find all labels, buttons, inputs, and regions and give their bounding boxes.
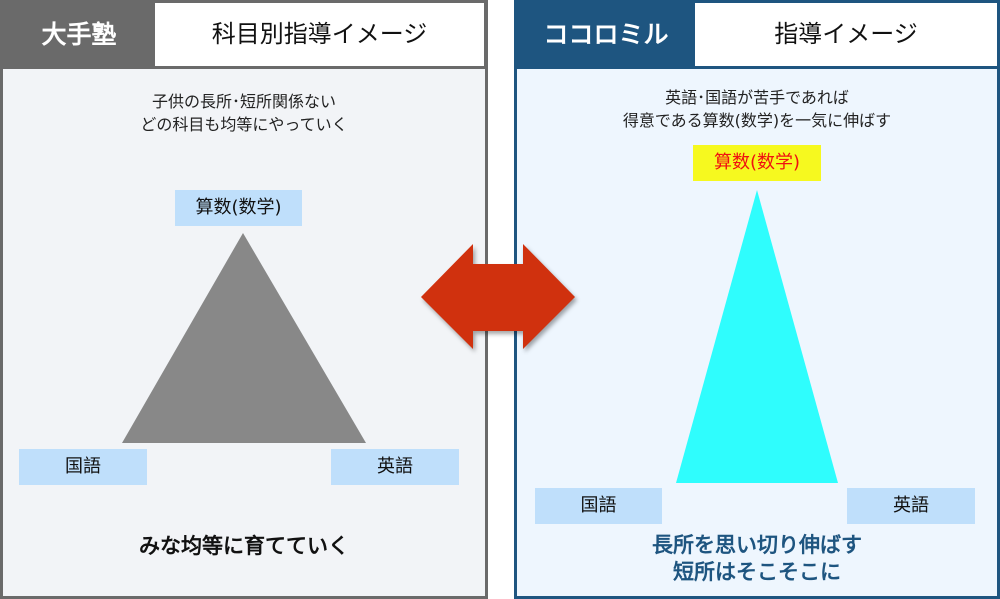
left-triangle bbox=[122, 233, 366, 443]
right-label-english: 英語 bbox=[847, 488, 975, 524]
right-desc-line2: 得意である算数(数学)を一気に伸ばす bbox=[622, 111, 892, 130]
left-label-english: 英語 bbox=[331, 449, 459, 485]
right-triangle bbox=[676, 190, 838, 483]
left-panel: 大手塾 科目別指導イメージ bbox=[0, 0, 488, 599]
left-desc-line2: どの科目も均等にやっていく bbox=[140, 115, 348, 134]
left-footer: みな均等に育てていく bbox=[139, 534, 349, 558]
left-title: 科目別指導イメージ bbox=[155, 3, 484, 66]
left-label-math: 算数(数学) bbox=[175, 190, 302, 226]
right-label-math: 算数(数学) bbox=[693, 145, 821, 181]
left-description: 子供の長所･短所関係ない どの科目も均等にやっていく bbox=[0, 90, 488, 136]
left-brand: 大手塾 bbox=[41, 20, 117, 49]
left-desc-line1: 子供の長所･短所関係ない bbox=[151, 92, 336, 111]
double-arrow-icon bbox=[421, 244, 575, 349]
right-title: 指導イメージ bbox=[695, 3, 997, 66]
right-label-japanese: 国語 bbox=[535, 488, 662, 524]
right-footer-line1: 長所を思い切り伸ばす bbox=[652, 533, 862, 557]
right-description: 英語･国語が苦手であれば 得意である算数(数学)を一気に伸ばす bbox=[514, 86, 1000, 132]
left-header: 大手塾 科目別指導イメージ bbox=[3, 3, 485, 69]
right-footer-line2: 短所はそこそこに bbox=[673, 560, 841, 584]
right-footer: 長所を思い切り伸ばす 短所はそこそこに bbox=[514, 532, 1000, 586]
right-brand: ココロミル bbox=[543, 20, 669, 49]
left-label-japanese: 国語 bbox=[19, 449, 147, 485]
right-header: ココロミル 指導イメージ bbox=[517, 3, 997, 69]
right-desc-line1: 英語･国語が苦手であれば bbox=[665, 88, 849, 107]
